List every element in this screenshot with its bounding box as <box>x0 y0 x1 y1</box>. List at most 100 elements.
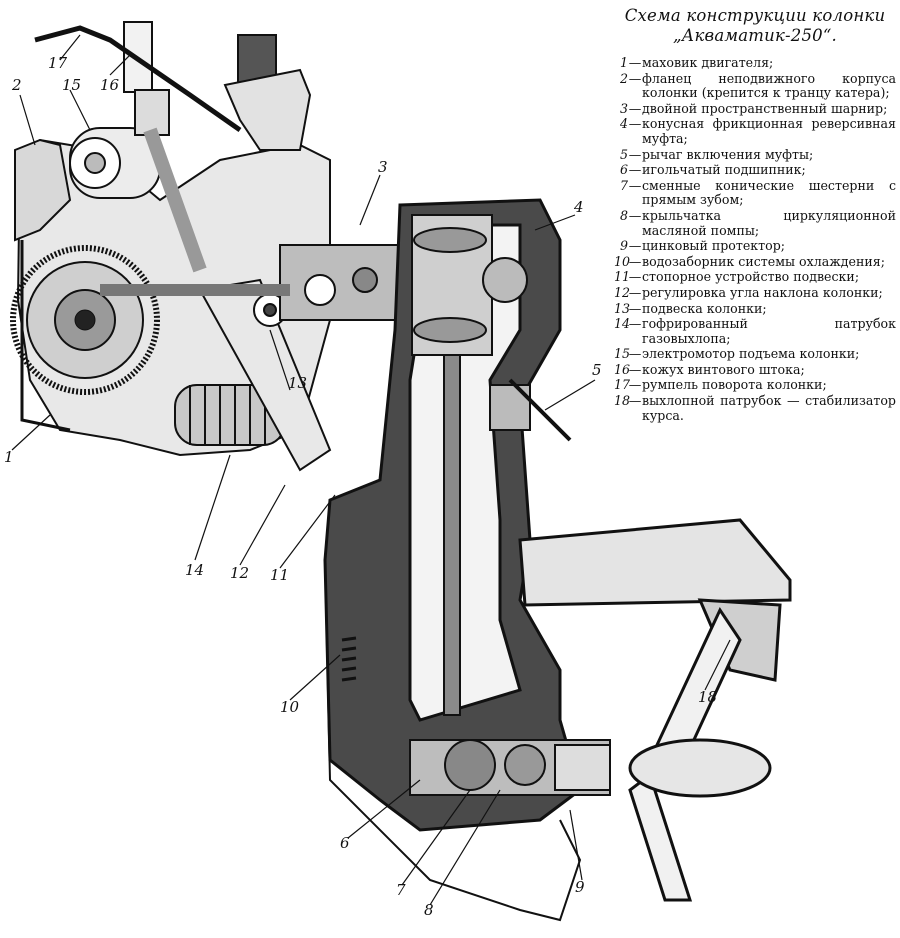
water-intake-slots <box>341 636 357 682</box>
legend-item: 5—рычаг включения муфты; <box>614 146 896 163</box>
callout-4: 4 <box>573 198 584 216</box>
legend-item: 14—гофрированный патрубок газовыхлопа; <box>614 316 896 346</box>
callout-15: 15 <box>62 76 81 94</box>
legend-item-dash: — <box>628 300 642 316</box>
legend-item-number: 12 <box>614 284 631 300</box>
legend-item-text: крыльчатка циркуляционной масляной помпы… <box>642 207 896 238</box>
legend-item-dash: — <box>628 361 642 377</box>
legend-item: 16—кожух винтового штока; <box>614 361 896 378</box>
callout-5: 5 <box>592 361 602 379</box>
legend-item-text: подвеска колонки; <box>642 300 767 316</box>
legend-item: 8—крыльчатка циркуляционной масляной пом… <box>614 207 896 238</box>
tiller <box>34 25 242 133</box>
legend-item-text: румпель поворота колонки; <box>642 377 827 393</box>
lower-gearcase <box>409 739 611 796</box>
legend-item-text: цинковый протектор; <box>642 238 786 254</box>
callout-17: 17 <box>48 54 68 72</box>
legend-item-text: рычаг включения муфты; <box>642 146 814 162</box>
legend-item-dash: — <box>628 55 642 70</box>
callout-3: 3 <box>378 158 388 176</box>
legend-item: 12—регулировка угла наклона колонки; <box>614 284 896 301</box>
legend-item: 10—водозаборник системы охлаждения; <box>614 253 896 270</box>
double-universal-joint <box>100 244 401 321</box>
legend-item: 15—электромотор подъема колонки; <box>614 347 896 362</box>
legend-item-number: 11 <box>614 269 631 285</box>
legend-item-dash: — <box>628 269 642 285</box>
legend-item: 1—маховик двигателя; <box>614 55 896 71</box>
legend-item-number: 4 <box>619 116 628 132</box>
legend-item-dash: — <box>628 100 642 116</box>
legend-item-text: электромотор подъема колонки; <box>642 346 860 362</box>
legend-item-text: водозаборник системы охлаждения; <box>642 253 885 269</box>
legend-item-text: двойной пространственный шарнир; <box>642 100 888 116</box>
legend-item-text: выхлопной патрубок — стабилизатор курса. <box>642 393 896 423</box>
legend-item-number: 3 <box>619 100 628 116</box>
legend-item-number: 17 <box>614 377 631 393</box>
legend-item-dash: — <box>628 146 642 162</box>
callout-18: 18 <box>698 688 717 706</box>
legend-item-number: 1 <box>619 55 628 70</box>
legend-item-dash: — <box>628 253 642 269</box>
figure-title: Схема конструкции колонки „Акваматик-250… <box>624 6 886 45</box>
legend-item-number: 18 <box>614 393 631 409</box>
legend-item-dash: — <box>628 70 642 86</box>
legend-item-dash: — <box>628 207 642 223</box>
callout-6: 6 <box>340 834 350 852</box>
legend-item: 7—сменные конические шестерни с прямым з… <box>614 177 896 208</box>
legend-item-number: 15 <box>614 346 631 362</box>
callout-8: 8 <box>424 901 434 919</box>
callout-11: 11 <box>270 566 289 584</box>
lift-motor <box>69 127 161 199</box>
transom-bracket <box>223 68 312 151</box>
legend-item-text: игольчатый подшипник; <box>642 162 806 178</box>
legend-item-number: 5 <box>619 146 628 162</box>
legend-item-dash: — <box>628 116 642 132</box>
legend-item: 9—цинковый протектор; <box>614 239 896 254</box>
legend-item-number: 6 <box>619 162 628 178</box>
legend-item-dash: — <box>628 238 642 254</box>
propeller <box>628 606 772 902</box>
legend-item-number: 14 <box>614 316 631 332</box>
legend-item: 13—подвеска колонки; <box>614 300 896 317</box>
suspension-lever <box>198 278 332 472</box>
anti-cavitation-plate <box>518 518 792 682</box>
callout-12: 12 <box>230 564 249 582</box>
legend-item-dash: — <box>628 393 642 409</box>
legend-item-dash: — <box>628 316 642 332</box>
legend-item-text: фланец неподвижного корпуса колонки (кре… <box>642 70 896 101</box>
legend-item-text: маховик двигателя; <box>642 55 774 70</box>
lower-skeg <box>324 559 582 922</box>
legend-list: 1—маховик двигателя;2—фланец неподвижног… <box>614 55 896 423</box>
legend-item-text: стопорное устройство подвески; <box>642 269 860 285</box>
legend-item-number: 13 <box>614 300 631 316</box>
legend-item-number: 16 <box>614 361 631 377</box>
legend-item-dash: — <box>628 177 642 193</box>
upper-gearbox <box>411 214 528 356</box>
legend-item-number: 10 <box>614 253 631 269</box>
legend-item-number: 7 <box>619 177 628 193</box>
legend-item-number: 2 <box>619 70 628 86</box>
callout-16: 16 <box>100 76 120 94</box>
fixed-housing-flange <box>14 138 72 242</box>
legend-item-dash: — <box>628 346 642 362</box>
legend-item: 18—выхлопной патрубок — стабилизатор кур… <box>614 393 896 423</box>
legend-item-dash: — <box>628 284 642 300</box>
callout-13: 13 <box>288 374 307 392</box>
leader-lines <box>11 34 731 906</box>
legend-item: 11—стопорное устройство подвески; <box>614 270 896 285</box>
legend-item-number: 9 <box>619 238 628 254</box>
legend-item-text: регулировка угла наклона колонки; <box>642 284 883 300</box>
callout-9: 9 <box>575 878 585 896</box>
legend-item-dash: — <box>628 162 642 178</box>
legend-item-dash: — <box>628 377 642 393</box>
callout-10: 10 <box>280 698 300 716</box>
legend-item-text: сменные конические шестерни с прямым зуб… <box>642 177 896 208</box>
legend-item-number: 8 <box>619 207 628 223</box>
callout-2: 2 <box>11 76 22 94</box>
legend-item-text: кожух винтового штока; <box>642 361 805 377</box>
callout-7: 7 <box>396 881 406 899</box>
callout-1: 1 <box>4 448 14 466</box>
legend-item: 6—игольчатый подшипник; <box>614 163 896 178</box>
legend: Схема конструкции колонки „Акваматик-250… <box>614 6 896 424</box>
